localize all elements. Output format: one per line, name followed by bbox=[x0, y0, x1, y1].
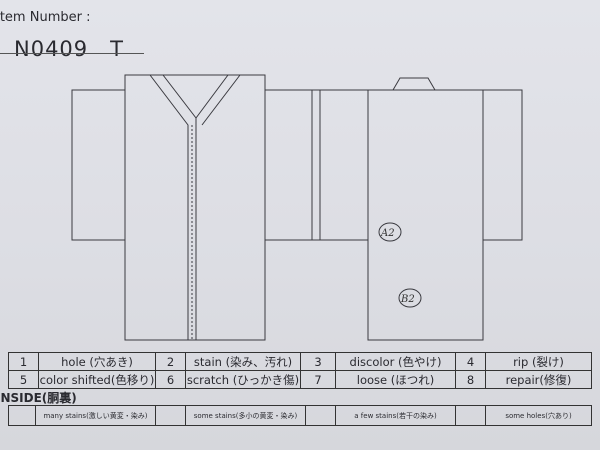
back-right-sleeve bbox=[482, 89, 523, 241]
front-collar-right bbox=[195, 74, 241, 126]
inside-checkbox[interactable] bbox=[155, 405, 186, 426]
inside-checkbox[interactable] bbox=[8, 405, 36, 426]
inside-item: some stains(多小の黄変・染み) bbox=[185, 405, 306, 426]
back-body bbox=[367, 89, 484, 341]
legend-text: loose (ほつれ) bbox=[335, 370, 456, 389]
legend-num: 8 bbox=[455, 370, 486, 389]
legend-text: discolor (色やけ) bbox=[335, 352, 456, 371]
annotation-b2-circle bbox=[398, 288, 422, 308]
annotation-a2: A2 bbox=[380, 228, 395, 239]
inside-label: INSIDE(胴裏) bbox=[0, 391, 77, 405]
legend-text: repair(修復) bbox=[485, 370, 592, 389]
annotation-b2: B2 bbox=[400, 294, 415, 305]
legend-num: 2 bbox=[155, 352, 186, 371]
item-number-underline bbox=[0, 53, 144, 54]
legend-num: 5 bbox=[8, 370, 39, 389]
legend-num: 6 bbox=[155, 370, 186, 389]
kimono-diagram: A2 B2 bbox=[71, 74, 523, 341]
legend-text: scratch (ひっかき傷) bbox=[185, 370, 301, 389]
inside-item: some holes(穴あり) bbox=[485, 405, 592, 426]
legend-text: rip (裂け) bbox=[485, 352, 592, 371]
inside-item: many stains(激しい黄変・染み) bbox=[35, 405, 156, 426]
legend-num: 1 bbox=[8, 352, 39, 371]
legend-text: hole (穴あき) bbox=[38, 352, 156, 371]
legend-text: stain (染み、汚れ) bbox=[185, 352, 301, 371]
inside-checkbox[interactable] bbox=[455, 405, 486, 426]
inside-condition-table: many stains(激しい黄変・染み) some stains(多小の黄変・… bbox=[8, 405, 592, 426]
front-kimono bbox=[71, 74, 321, 341]
inside-checkbox[interactable] bbox=[305, 405, 336, 426]
front-collar-left bbox=[149, 74, 197, 340]
legend-num: 7 bbox=[300, 370, 336, 389]
front-body bbox=[124, 74, 266, 341]
back-collar bbox=[392, 77, 436, 91]
front-left-sleeve bbox=[71, 89, 126, 241]
inside-row: many stains(激しい黄変・染み) some stains(多小の黄変・… bbox=[8, 405, 592, 426]
item-number-label: Item Number : bbox=[0, 10, 91, 25]
legend-num: 4 bbox=[455, 352, 486, 371]
back-kimono bbox=[311, 77, 523, 341]
legend-text: color shifted(色移り) bbox=[38, 370, 156, 389]
annotation-a2-circle bbox=[378, 222, 402, 242]
item-number-value: N0409 T bbox=[14, 37, 124, 61]
legend-num: 3 bbox=[300, 352, 336, 371]
inside-item: a few stains(若干の染み) bbox=[335, 405, 456, 426]
